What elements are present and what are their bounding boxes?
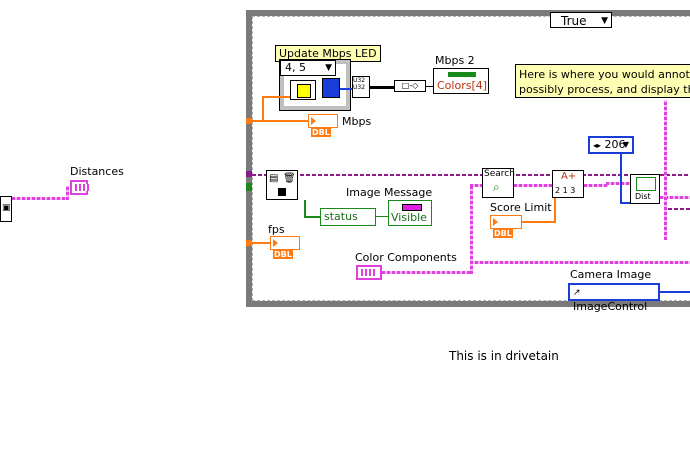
image-control-reference[interactable]: ↗ ImageControl — [568, 283, 660, 313]
error-wire — [252, 174, 690, 176]
score-limit-terminal[interactable]: DBL — [490, 215, 522, 238]
caption-text: This is in drivetain — [449, 349, 559, 363]
distances-label: Distances — [70, 165, 124, 178]
reference-icon: ↗ — [573, 288, 581, 298]
bundle-node[interactable]: □-◇ — [394, 80, 426, 92]
u32-label-2: U32 — [353, 84, 366, 91]
blue-compare-node[interactable] — [322, 78, 340, 98]
distances-wire — [12, 197, 68, 200]
status-wire — [304, 200, 306, 218]
visible-label: Visible — [391, 211, 427, 224]
chevron-down-icon: ▼ — [622, 140, 629, 149]
sequence-selector[interactable]: 4, 5 ▼ — [280, 60, 336, 76]
mbps2-bar — [448, 72, 476, 77]
sort-out-wire — [584, 184, 608, 187]
left-subvi-node[interactable]: ▣ — [0, 196, 12, 222]
numeric-constant-206[interactable]: ◂▸ 206 ▼ — [588, 136, 634, 154]
comment-line-2: possibly process, and display the — [519, 83, 690, 96]
image-control-wire — [660, 291, 690, 293]
trash-icon: 🗑 — [283, 173, 296, 184]
mbps-wire-top — [262, 96, 290, 98]
color-wire-top — [470, 184, 482, 187]
visible-indicator[interactable]: Visible — [388, 200, 432, 226]
constant-value: 206 — [604, 138, 626, 151]
chevron-down-icon: ▼ — [601, 16, 608, 26]
color-wire-v — [470, 184, 473, 274]
sort-out-wire-2 — [606, 182, 630, 185]
const-wire-h — [620, 202, 632, 204]
arrow-dual-icon: ◂▸ — [593, 141, 602, 150]
comment-line-1: Here is where you would annotat — [519, 68, 690, 81]
color-components-terminal[interactable] — [356, 265, 382, 280]
color-components-label: Color Components — [355, 251, 457, 264]
mbps-tunnel — [246, 118, 252, 124]
score-wire-v — [554, 194, 556, 223]
sort-node[interactable]: A+ 2 1 3 — [552, 170, 584, 198]
visible-wire — [376, 216, 388, 217]
case-structure-inner — [252, 16, 690, 301]
image-icon: ▤ — [269, 173, 279, 184]
search-node[interactable]: Search ⌕ — [482, 168, 515, 198]
dbl-tag: DBL — [273, 250, 293, 259]
status-label: status — [324, 210, 358, 223]
dist-node[interactable]: Dist — [630, 174, 660, 204]
mbps-wire-h — [252, 120, 308, 122]
mbps-wire-up — [262, 96, 264, 122]
blue-wire-1 — [340, 88, 352, 90]
right-purple-wire — [668, 208, 690, 210]
sequence-selector-value: 4, 5 — [285, 61, 306, 74]
cube-icon: ▣ — [2, 203, 11, 213]
search-label: Search — [484, 169, 515, 179]
sort-icon: A+ — [561, 171, 577, 182]
distances-cluster-terminal[interactable] — [70, 180, 89, 195]
boolean-tunnel — [246, 183, 252, 191]
score-limit-label: Score Limit — [490, 201, 552, 214]
color-components-wire — [382, 271, 472, 274]
comment-note: Here is where you would annotat possibly… — [515, 64, 690, 98]
dbl-tag: DBL — [493, 229, 513, 238]
fps-wire — [252, 242, 272, 244]
u32-label: U32 — [353, 77, 366, 84]
image-message-label: Image Message — [346, 186, 433, 199]
mbps2-label: Mbps 2 — [435, 54, 475, 67]
error-terminal-icon — [278, 188, 286, 196]
black-wire-1 — [370, 86, 394, 89]
case-selector-value: True — [561, 14, 587, 28]
right-wire-v — [664, 100, 667, 240]
dist-label: Dist — [635, 192, 651, 201]
status-indicator[interactable]: status — [320, 208, 376, 226]
camera-image-label: Camera Image — [570, 268, 652, 281]
chevron-down-icon: ▼ — [325, 63, 332, 73]
image-dispose-node[interactable]: ▤ 🗑 — [266, 170, 298, 200]
fps-label: fps — [268, 223, 285, 236]
error-tunnel — [246, 171, 252, 177]
distances-wire-v — [66, 186, 69, 200]
colors-array-label: Colors[4] — [437, 79, 488, 92]
mbps2-indicator[interactable]: Colors[4] — [433, 68, 489, 94]
mbps-dbl-terminal[interactable]: DBL — [308, 114, 338, 137]
fps-dbl-terminal[interactable]: DBL — [270, 236, 300, 259]
mbps-label: Mbps — [342, 115, 372, 128]
status-wire-h — [304, 216, 320, 218]
search-out-wire — [514, 184, 552, 187]
search-icon: ⌕ — [493, 180, 500, 194]
dist-out-wire — [660, 196, 690, 199]
led-node[interactable] — [290, 80, 316, 100]
fps-tunnel — [246, 240, 252, 246]
score-wire — [522, 221, 556, 223]
case-selector[interactable]: True ▼ — [550, 12, 612, 28]
const-wire-v — [620, 154, 622, 204]
case-structure-border — [246, 10, 690, 307]
dist-graph-icon — [636, 177, 656, 191]
sort-nums: 2 1 3 — [555, 186, 576, 195]
visible-bar — [402, 204, 422, 211]
color-wire-right — [470, 261, 690, 264]
black-wire-2 — [426, 86, 434, 87]
dbl-tag: DBL — [311, 128, 331, 137]
image-control-label: ImageControl — [573, 300, 648, 313]
